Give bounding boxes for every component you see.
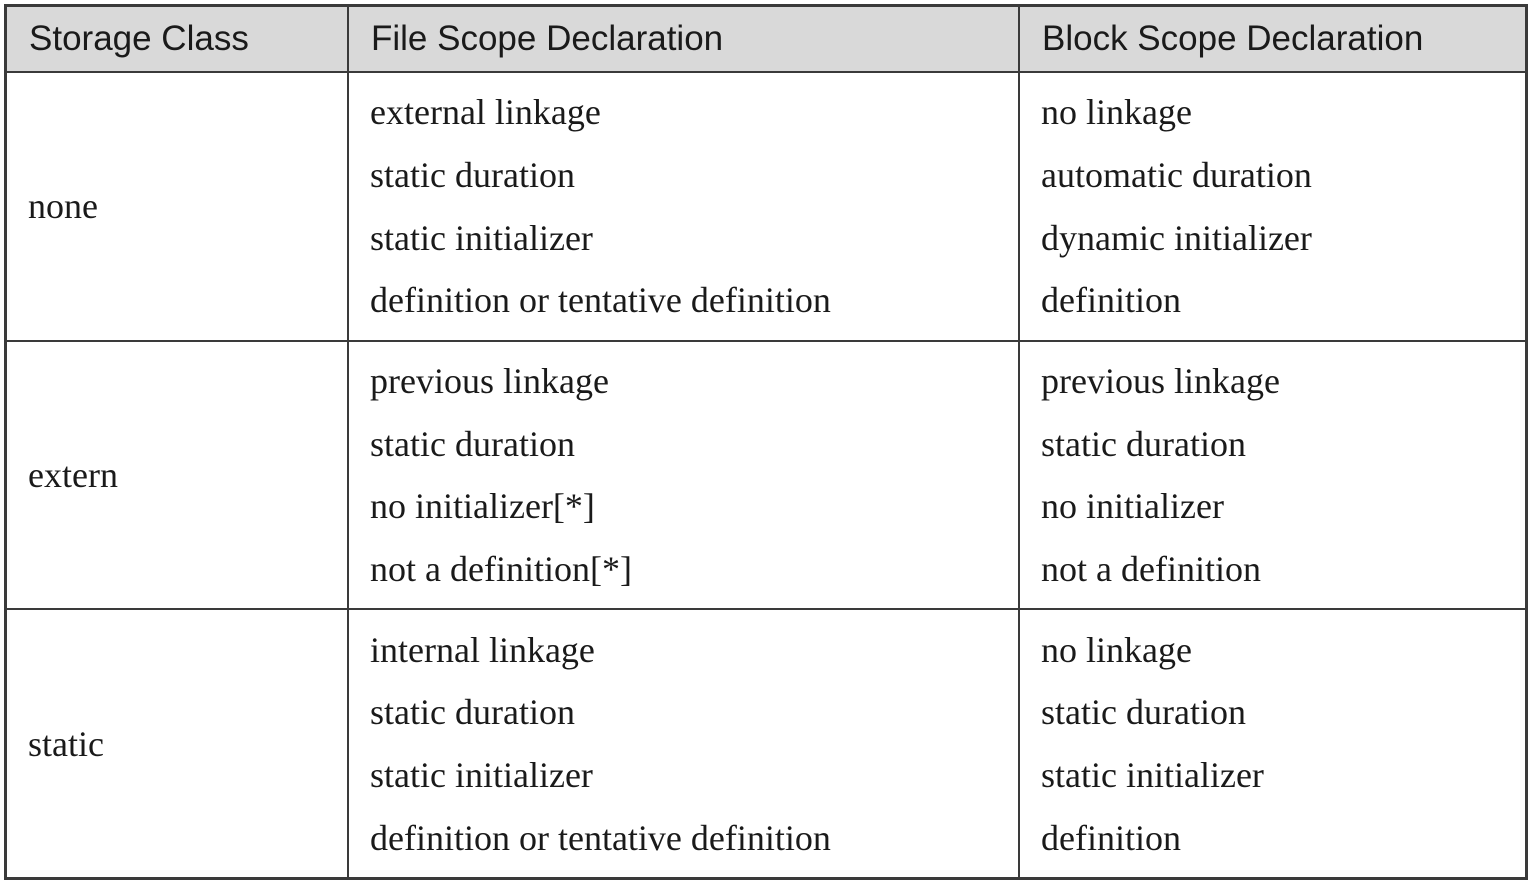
header-file-scope: File Scope Declaration (348, 7, 1020, 73)
storage-class-table-container: Storage Class File Scope Declaration Blo… (4, 4, 1528, 880)
file-scope-initializer: static initializer (370, 217, 593, 258)
block-scope-duration: automatic duration (1041, 155, 1312, 195)
storage-class-cell: extern (7, 340, 349, 611)
file-scope-linkage: external linkage (370, 92, 601, 133)
file-scope-definition: definition or tentative definition (370, 280, 831, 321)
storage-class-cell: static (7, 609, 349, 877)
header-storage-class: Storage Class (7, 7, 349, 73)
block-scope-list: no linkage static duration static initia… (1041, 628, 1525, 860)
file-scope-initializer: static initializer (370, 755, 593, 796)
file-scope-definition: not a definition[*] (370, 549, 632, 590)
block-scope-linkage: no linkage (1041, 629, 1192, 670)
table-row: extern previous linkage static duration … (7, 340, 1525, 611)
block-scope-definition: not a definition (1041, 549, 1261, 590)
block-scope-definition: definition (1041, 817, 1181, 858)
block-scope-initializer: no initializer (1041, 486, 1224, 527)
file-scope-linkage: internal linkage (370, 629, 595, 670)
block-scope-initializer: static initializer (1041, 755, 1264, 796)
block-scope-cell: previous linkage static duration no init… (1019, 340, 1525, 611)
file-scope-list: external linkage static duration static … (370, 90, 1017, 322)
block-scope-definition: definition (1041, 280, 1181, 321)
table-header-row: Storage Class File Scope Declaration Blo… (7, 7, 1525, 73)
block-scope-linkage: previous linkage (1041, 361, 1280, 402)
table-row: none external linkage static duration st… (7, 72, 1525, 342)
file-scope-duration: static duration (370, 155, 575, 195)
file-scope-cell: internal linkage static duration static … (348, 609, 1020, 877)
file-scope-linkage: previous linkage (370, 361, 609, 402)
file-scope-list: internal linkage static duration static … (370, 628, 1017, 860)
block-scope-cell: no linkage static duration static initia… (1019, 609, 1525, 877)
file-scope-cell: external linkage static duration static … (348, 72, 1020, 342)
block-scope-list: no linkage automatic duration dynamic in… (1041, 90, 1525, 322)
file-scope-list: previous linkage static duration no init… (370, 359, 1017, 591)
header-block-scope: Block Scope Declaration (1019, 7, 1525, 73)
block-scope-list: previous linkage static duration no init… (1041, 359, 1525, 591)
table-row: static internal linkage static duration … (7, 609, 1525, 877)
file-scope-cell: previous linkage static duration no init… (348, 340, 1020, 611)
storage-class-cell: none (7, 72, 349, 342)
block-scope-initializer: dynamic initializer (1041, 217, 1312, 258)
block-scope-cell: no linkage automatic duration dynamic in… (1019, 72, 1525, 342)
block-scope-linkage: no linkage (1041, 92, 1192, 133)
file-scope-duration: static duration (370, 423, 575, 464)
block-scope-duration: static duration (1041, 692, 1246, 733)
file-scope-initializer: no initializer[*] (370, 486, 595, 527)
block-scope-duration: static duration (1041, 423, 1246, 464)
storage-class-table: Storage Class File Scope Declaration Blo… (7, 7, 1525, 877)
file-scope-duration: static duration (370, 692, 575, 733)
file-scope-definition: definition or tentative definition (370, 817, 831, 858)
